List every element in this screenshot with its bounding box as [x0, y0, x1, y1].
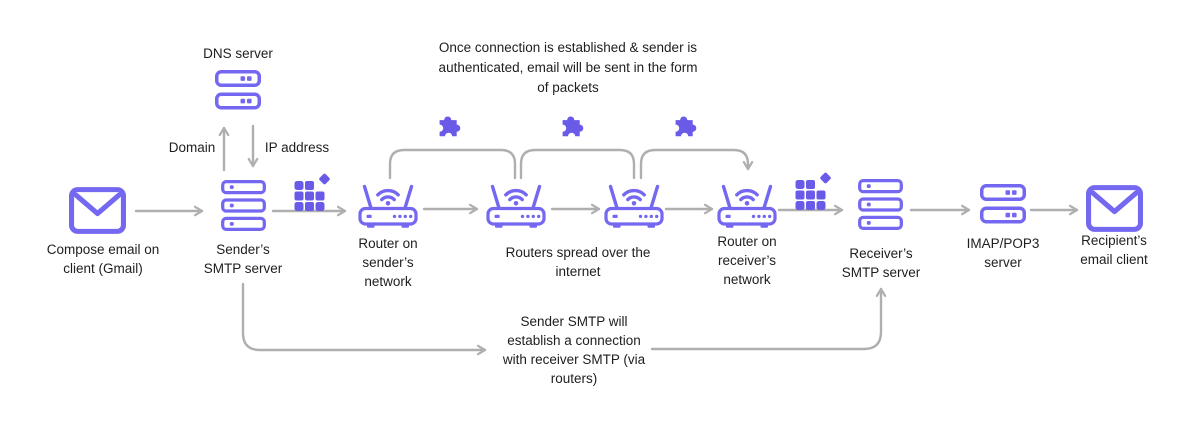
hop-arc-3: [639, 148, 754, 180]
hop-arc-2: [519, 148, 636, 180]
receiver-smtp-server-icon: [858, 179, 903, 230]
dns-server-label: DNS server: [203, 46, 273, 61]
imap-pop3-server-icon: [980, 184, 1026, 224]
compose-envelope-icon: [69, 187, 126, 234]
packets-note: Once connection is established & sender …: [438, 40, 698, 95]
dns-server-icon: [215, 70, 261, 110]
packets-icon-2: [794, 172, 832, 210]
router-internet-icon-1: [486, 182, 546, 229]
puzzle-packet-icon-2: [559, 112, 586, 139]
router-sender-icon: [358, 182, 418, 229]
router-internet-icon-2: [604, 182, 664, 229]
connection-path-right: [650, 287, 887, 351]
connection-path-left: [241, 282, 487, 356]
puzzle-packet-icon-1: [436, 112, 463, 139]
recipient-envelope-icon: [1086, 185, 1143, 232]
hop-arc-1: [388, 148, 517, 180]
router-receiver-icon: [717, 182, 777, 229]
sender-smtp-server-icon: [221, 180, 266, 231]
domain-label: Domain: [168, 140, 216, 155]
packets-icon-1: [293, 173, 331, 211]
puzzle-packet-icon-3: [672, 112, 699, 139]
ip-address-label: IP address: [264, 140, 330, 155]
